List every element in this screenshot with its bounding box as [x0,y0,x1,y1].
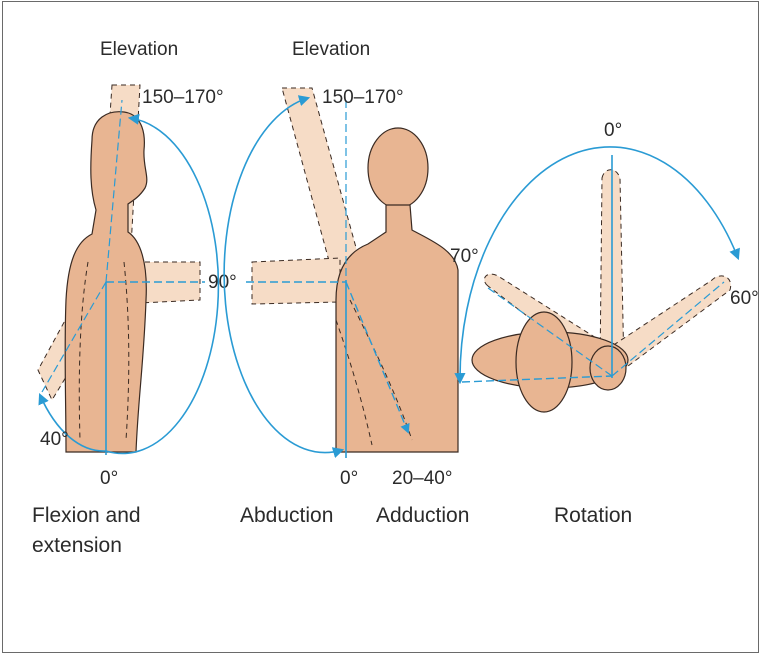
rotation-caption: Rotation [554,504,632,527]
flexion-elevation-label: Elevation [100,39,178,60]
rotation-zero-angle: 0° [604,120,622,141]
flexion-top-angle: 150–170° [142,87,224,108]
abduction-top-angle: 150–170° [322,87,404,108]
external-rotation-angle: 60° [730,288,759,309]
abduction-zero-angle: 0° [340,468,358,489]
adduction-angle: 20–40° [392,468,452,489]
front-head [368,128,428,208]
abduction-elevation-label: Elevation [292,39,370,60]
internal-rotation-angle: 70° [450,246,479,267]
adduction-caption: Adduction [376,504,469,527]
abducted-horizontal-arm [252,258,340,304]
abduction-adduction-panel: Elevation 150–170° 0° 20–40° Abduction A… [224,39,469,527]
flexion-90-angle: 90° [208,272,237,293]
flexion-caption-line2: extension [32,534,122,557]
rotation-head-top [516,312,572,412]
abducted-raised-arm [282,88,360,272]
flexion-extension-panel: Elevation 150–170° 90° 40° 0° Flexion an… [32,39,237,557]
rotation-shoulder-top [590,346,626,390]
extension-angle: 40° [40,429,69,450]
abduction-caption: Abduction [240,504,333,527]
flexion-zero-angle: 0° [100,468,118,489]
rotation-panel: 0° 70° 60° Rotation [450,120,759,527]
flexion-caption-line1: Flexion and [32,504,141,527]
